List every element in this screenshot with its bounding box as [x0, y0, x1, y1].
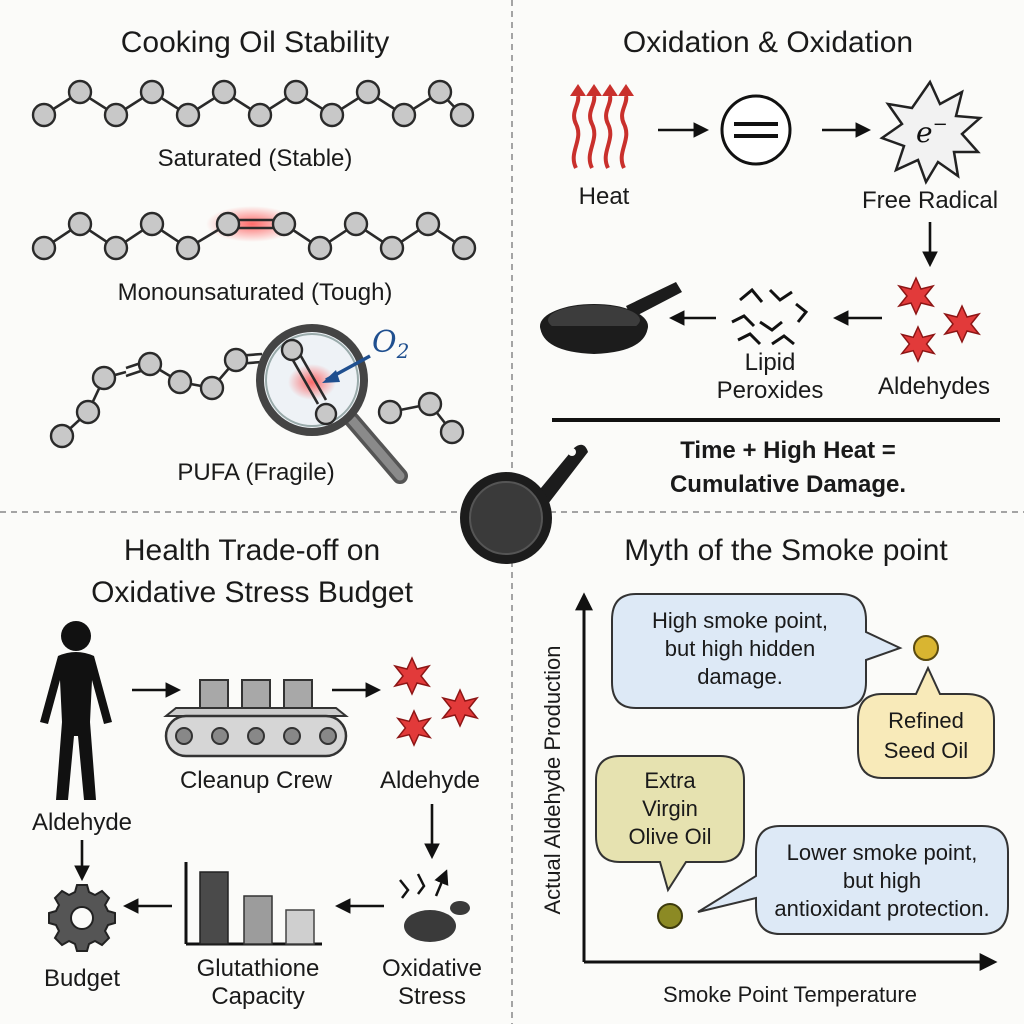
panel-title-oxidation: Oxidation & Oxidation	[623, 26, 913, 59]
callout-low-line-3: antioxidant protection.	[774, 896, 989, 921]
refined-seed-oil-point	[913, 635, 939, 661]
callout-lower-smoke-point: Lower smoke point, but high antioxidant …	[697, 825, 1009, 935]
gear-icon	[48, 884, 116, 952]
conveyor-belt-icon	[163, 679, 349, 758]
summary-line-2: Cumulative Damage.	[670, 471, 906, 498]
summary-line-1: Time + High Heat =	[680, 437, 896, 464]
callout-high-line-3: damage.	[697, 664, 783, 689]
oxygen-label: O2	[372, 325, 409, 363]
heat-waves-icon	[570, 84, 634, 169]
center-pan-icon	[460, 444, 588, 564]
saturated-chain-icon	[31, 79, 475, 128]
pufa-chain-icon	[49, 347, 465, 449]
person-silhouette-icon	[40, 621, 112, 800]
monounsaturated-chain-icon	[31, 206, 477, 261]
evoo-label-line-1: Extra	[644, 768, 696, 793]
monounsaturated-label: Monounsaturated (Tough)	[118, 279, 393, 306]
free-radical-label: Free Radical	[862, 187, 998, 214]
panel-title-health-line-2: Oxidative Stress Budget	[91, 576, 413, 609]
y-axis-label: Actual Aldehyde Production	[540, 645, 565, 914]
aldehydes-label: Aldehydes	[878, 373, 990, 400]
double-bond-circle-icon	[720, 94, 792, 166]
x-axis-label: Smoke Point Temperature	[663, 982, 917, 1007]
aldehyde-stars-icon-2	[394, 657, 478, 746]
callout-low-line-1: Lower smoke point,	[787, 840, 978, 865]
frying-pan-icon	[540, 282, 682, 354]
refined-label-line-2: Seed Oil	[884, 738, 968, 763]
panel-health-tradeoff: Health Trade-off on Oxidative Stress Bud…	[32, 534, 482, 1010]
glutathione-bars-icon	[184, 862, 322, 946]
oxygen-arrow-icon	[322, 354, 371, 383]
oxidative-stress-icon	[399, 869, 470, 942]
capacity-label: Capacity	[211, 983, 304, 1010]
peroxides-label: Peroxides	[717, 377, 824, 404]
panel-title-smoke-point: Myth of the Smoke point	[624, 534, 948, 567]
panel-title-health-line-1: Health Trade-off on	[124, 534, 380, 567]
pufa-label: PUFA (Fragile)	[177, 459, 334, 486]
callout-high-line-2: but high hidden	[665, 636, 815, 661]
cleanup-crew-label: Cleanup Crew	[180, 767, 333, 794]
extra-virgin-olive-oil-point	[657, 903, 683, 929]
callout-high-line-1: High smoke point,	[652, 608, 828, 633]
lipid-peroxides-fragments-icon	[731, 287, 809, 346]
heat-label: Heat	[579, 183, 630, 210]
aldehyde-label: Aldehyde	[380, 767, 480, 794]
callout-high-smoke-point: High smoke point, but high hidden damage…	[611, 593, 903, 709]
oxidative-label: Oxidative	[382, 955, 482, 982]
electron-label: e−	[916, 114, 948, 149]
panel-cooking-oil-stability: Cooking Oil Stability Saturated (Stable)	[31, 26, 477, 486]
callout-low-line-2: but high	[843, 868, 921, 893]
callout-extra-virgin-olive-oil: Extra Virgin Olive Oil	[595, 755, 745, 893]
panel-smoke-point: Myth of the Smoke point Actual Aldehyde …	[540, 534, 1009, 1007]
refined-label-line-1: Refined	[888, 708, 964, 733]
saturated-label: Saturated (Stable)	[158, 145, 353, 172]
panel-title-cooking-oil: Cooking Oil Stability	[121, 26, 389, 59]
free-radical-burst-icon	[879, 79, 984, 185]
callout-refined-seed-oil: Refined Seed Oil	[857, 665, 995, 779]
magnifying-glass-icon	[256, 324, 408, 484]
person-aldehyde-label: Aldehyde	[32, 809, 132, 836]
panel-oxidation: Oxidation & Oxidation Heat e− Free Radic…	[540, 26, 1000, 498]
lipid-label: Lipid	[745, 349, 796, 376]
glutathione-label: Glutathione	[197, 955, 320, 982]
evoo-label-line-3: Olive Oil	[628, 824, 711, 849]
budget-label: Budget	[44, 965, 120, 992]
aldehyde-stars-icon	[898, 277, 980, 362]
stress-label: Stress	[398, 983, 466, 1010]
evoo-label-line-2: Virgin	[642, 796, 698, 821]
